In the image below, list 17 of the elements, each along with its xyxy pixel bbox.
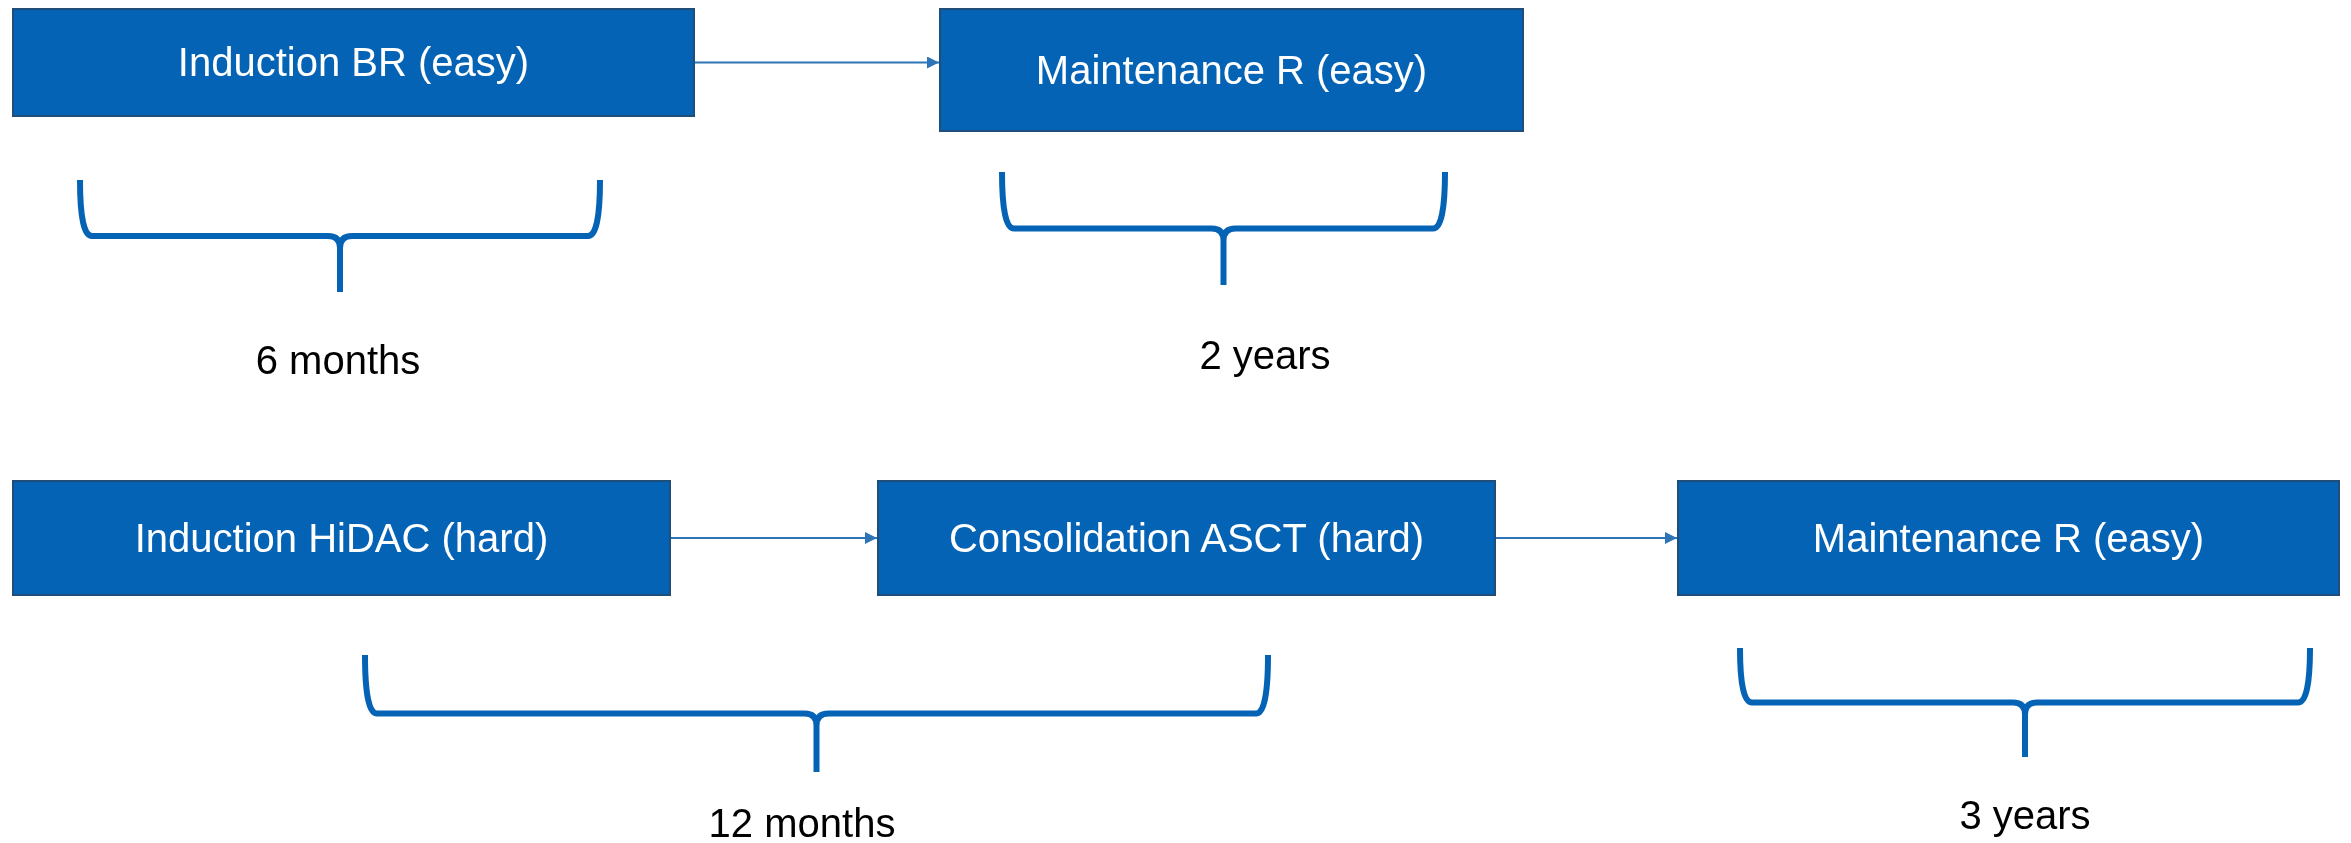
process-box — [939, 8, 1524, 132]
duration-label: 12 months — [708, 800, 896, 843]
process-box — [12, 480, 671, 596]
process-box — [12, 8, 695, 117]
arrow — [1495, 532, 1678, 544]
duration-label: 2 years — [1199, 332, 1331, 378]
box-label: Maintenance R (easy) — [1035, 47, 1428, 93]
box-label: Induction HiDAC (hard) — [134, 515, 549, 561]
box-label: Induction BR (easy) — [177, 40, 530, 85]
arrow — [670, 532, 878, 544]
box-label: Consolidation ASCT (hard) — [948, 515, 1425, 561]
duration-label: 3 years — [1959, 792, 2091, 838]
process-box — [1677, 480, 2340, 596]
box-label: Maintenance R (easy) — [1812, 515, 2205, 561]
duration-label: 6 months — [255, 337, 421, 383]
arrow — [694, 56, 940, 69]
process-box — [877, 480, 1496, 596]
